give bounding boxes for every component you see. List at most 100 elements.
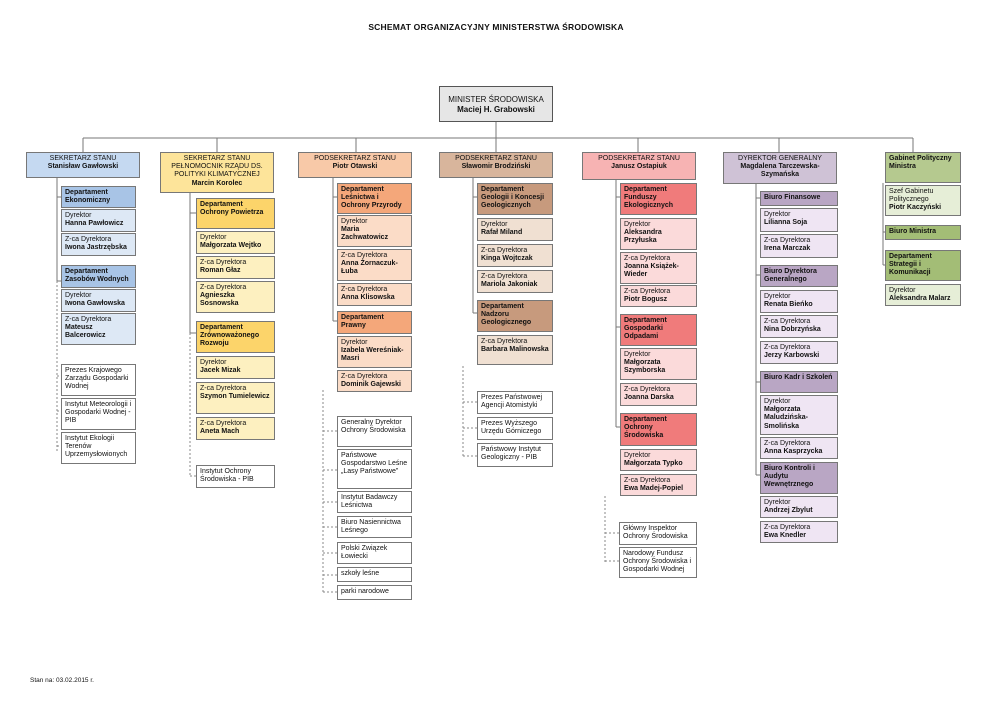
col6-dept-3-person-1: Dyrektor Małgorzata Maludzińska-Smolińsk… (760, 395, 838, 435)
unit-label: Instytut Ochrony Środowiska - PIB (200, 468, 254, 484)
col3-unit-4: Biuro Nasiennictwa Leśnego (337, 516, 412, 538)
unit-label: Instytut Ekologii Terenów Uprzemysłowion… (65, 435, 128, 459)
col4-unit-3: Państwowy Instytut Geologiczny - PIB (477, 443, 553, 467)
unit-label: szkoły leśne (341, 570, 380, 577)
unit-label: Główny Inspektor Ochrony Środowiska (623, 525, 688, 541)
person-role: Dyrektor (624, 221, 651, 228)
col1-head-role: SEKRETARZ STANU (49, 155, 117, 162)
col6-dept-4-label: Biuro Kontroli i Audytu Wewnętrznego (764, 465, 815, 489)
col6-dept-2-label: Biuro Dyrektora Generalnego (764, 268, 817, 284)
person-role: Z-ca Dyrektora (764, 524, 811, 531)
col2-dept-1: Departament Ochrony Powietrza (196, 198, 275, 229)
col7-head: Gabinet Polityczny Ministra (885, 152, 961, 183)
person-name: Anna Kasprzycka (764, 448, 823, 456)
col5-dept-2-person-1: Dyrektor Małgorzata Szymborska (620, 348, 697, 380)
person-role: Z-ca Dyrektora (624, 288, 671, 295)
col1-unit-1: Prezes Krajowego Zarządu Gospodarki Wodn… (61, 364, 136, 396)
col6-dept-1-person-1: Dyrektor Lilianna Soja (760, 208, 838, 232)
person-name: Iwona Gawłowska (65, 300, 125, 308)
person-role: Z-ca Dyrektora (624, 477, 671, 484)
person-name: Nina Dobrzyńska (764, 326, 821, 334)
unit-label: Prezes Krajowego Zarządu Gospodarki Wodn… (65, 367, 129, 391)
col3-head-role: PODSEKRETARZ STANU (314, 155, 396, 162)
col2-dept-2-label: Departament Zrównoważonego Rozwoju (200, 324, 260, 348)
person-role: Dyrektor (624, 351, 651, 358)
col4-dept-1-label: Departament Geologii i Koncesji Geologic… (481, 186, 545, 210)
col4-dept-2-label: Departament Nadzoru Geologicznego (481, 303, 532, 327)
col3-unit-1: Generalny Dyrektor Ochrony Środowiska (337, 416, 412, 447)
person-role: Z-ca Dyrektora (65, 316, 112, 323)
col5-dept-3-person-1: Dyrektor Małgorzata Typko (620, 449, 697, 471)
col1-unit-3: Instytut Ekologii Terenów Uprzemysłowion… (61, 432, 136, 464)
col7-head-label: Gabinet Polityczny Ministra (889, 155, 952, 171)
person-role: Z-ca Dyrektora (200, 259, 247, 266)
unit-label: Prezes Wyższego Urzędu Górniczego (481, 420, 542, 436)
person-role: Z-ca Dyrektora (341, 286, 388, 293)
person-name: Ewa Knedler (764, 532, 807, 540)
person-name: Piotr Bogusz (624, 296, 668, 304)
col7-biuro-ministra: Biuro Ministra (885, 225, 961, 240)
col3-dept-1: Departament Leśnictwa i Ochrony Przyrody (337, 183, 412, 214)
col5-head-role: PODSEKRETARZ STANU (598, 155, 680, 162)
person-role: Z-ca Dyrektora (481, 273, 528, 280)
col5-dept-3-label: Departament Ochrony Środowiska (624, 416, 667, 440)
person-name: Małgorzata Maludzińska-Smolińska (764, 406, 808, 430)
col4-head-name: Sławomir Brodziński (461, 163, 531, 171)
col1-dept-2-person-1: Dyrektor Iwona Gawłowska (61, 289, 136, 312)
person-name: Ewa Madej-Popiel (624, 485, 684, 493)
col3-dept-2-person-2: Z-ca Dyrektora Dominik Gajewski (337, 370, 412, 392)
col3-unit-5: Polski Związek Łowiecki (337, 542, 412, 564)
col2-dept-2-person-1: Dyrektor Jacek Mizak (196, 356, 275, 379)
person-name: Kinga Wojtczak (481, 255, 533, 263)
person-role: Z-ca Dyrektora (764, 237, 811, 244)
col2-dept-2-person-3: Z-ca Dyrektora Aneta Mach (196, 417, 275, 440)
person-name: Dominik Gajewski (341, 381, 401, 389)
minister-name: Maciej H. Grabowski (457, 105, 535, 114)
col6-head-name: Magdalena Tarczewska-Szymańska (740, 163, 820, 179)
person-name: Lilianna Soja (764, 219, 808, 227)
person-name: Jacek Mizak (200, 367, 241, 375)
person-role: Z-ca Dyrektora (341, 373, 388, 380)
col5-dept-1-person-1: Dyrektor Aleksandra Przyłuska (620, 218, 697, 250)
person-role: Z-ca Dyrektora (200, 420, 247, 427)
col4-head: PODSEKRETARZ STANU Sławomir Brodziński (439, 152, 553, 178)
col5-dept-1-person-2: Z-ca Dyrektora Joanna Książek-Wieder (620, 252, 697, 284)
col7-person-1: Szef Gabinetu Politycznego Piotr Kaczyńs… (885, 185, 961, 216)
col6-dept-1-person-2: Z-ca Dyrektora Irena Marczak (760, 234, 838, 258)
col6-dept-4: Biuro Kontroli i Audytu Wewnętrznego (760, 462, 838, 494)
col3-unit-6: szkoły leśne (337, 567, 412, 582)
unit-label: Generalny Dyrektor Ochrony Środowiska (341, 419, 406, 435)
col5-head: PODSEKRETARZ STANU Janusz Ostapiuk (582, 152, 696, 180)
col2-dept-1-person-3: Z-ca Dyrektora Agnieszka Sosnowska (196, 281, 275, 313)
col7-biuro-label: Biuro Ministra (889, 228, 937, 235)
person-name: Małgorzata Wejtko (200, 242, 262, 250)
person-role: Z-ca Dyrektora (624, 386, 671, 393)
person-name: Roman Głaz (200, 267, 241, 275)
unit-label: Instytut Badawczy Leśnictwa (341, 494, 398, 510)
unit-label: Państwowy Instytut Geologiczny - PIB (481, 446, 541, 462)
person-role: Dyrektor (200, 234, 227, 241)
col3-dept-2: Departament Prawny (337, 311, 412, 334)
person-name: Aneta Mach (200, 428, 240, 436)
col5-dept-3-person-2: Z-ca Dyrektora Ewa Madej-Popiel (620, 474, 697, 496)
col6-dept-2-person-3: Z-ca Dyrektora Jerzy Karbowski (760, 341, 838, 364)
col5-dept-2: Departament Gospodarki Odpadami (620, 314, 697, 346)
col7-dept-1: Departament Strategii i Komunikacji (885, 250, 961, 281)
col6-head: DYREKTOR GENERALNY Magdalena Tarczewska-… (723, 152, 837, 184)
col6-dept-1: Biuro Finansowe (760, 191, 838, 206)
col2-dept-1-label: Departament Ochrony Powietrza (200, 201, 264, 217)
unit-label: Prezes Państwowej Agencji Atomistyki (481, 394, 543, 410)
col4-dept-1: Departament Geologii i Koncesji Geologic… (477, 183, 553, 215)
col4-dept-1-person-1: Dyrektor Rafał Miland (477, 218, 553, 241)
col3-unit-3: Instytut Badawczy Leśnictwa (337, 491, 412, 513)
person-name: Agnieszka Sosnowska (200, 292, 239, 308)
person-role: Z-ca Dyrektora (624, 255, 671, 262)
person-role: Dyrektor (764, 211, 791, 218)
minister-role: MINISTER ŚRODOWISKA (448, 95, 544, 104)
col6-dept-4-person-2: Z-ca Dyrektora Ewa Knedler (760, 521, 838, 543)
person-role: Dyrektor (764, 293, 791, 300)
col6-dept-3: Biuro Kadr i Szkoleń (760, 371, 838, 393)
person-role: Dyrektor (65, 292, 92, 299)
person-role: Dyrektor (65, 212, 92, 219)
